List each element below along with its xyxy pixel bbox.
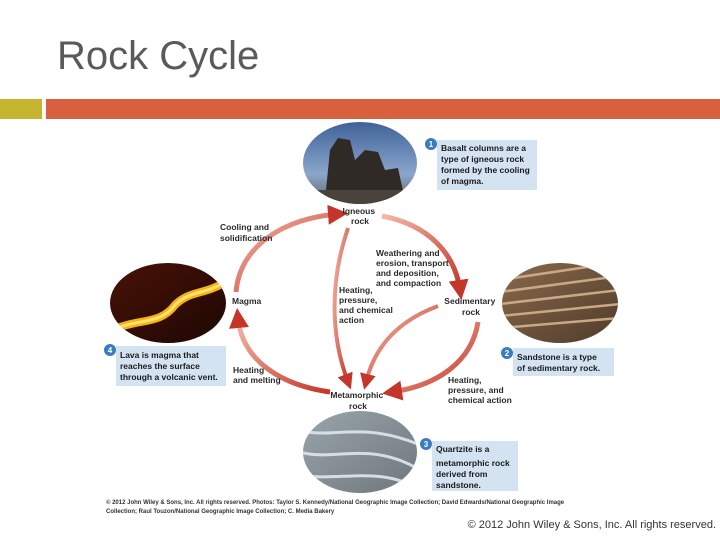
caption-basalt: 1 Basalt columns are a type of igneous r… [425, 138, 537, 190]
basalt-columns-photo [303, 122, 417, 204]
svg-text:Basalt columns are a typ: Basalt columns are a type of igneous roc… [441, 143, 532, 186]
svg-text:Sandstone is a type of s: Sandstone is a type of sedimentary rock. [517, 352, 600, 373]
badge-3 [420, 438, 432, 450]
process-heating-melting: Heating and melting [233, 365, 281, 385]
svg-text:2: 2 [505, 349, 510, 358]
caption-quartzite: 3 Quartzite is a metamorphic rock derive… [420, 438, 518, 491]
node-igneous: Igneous rock [343, 206, 378, 226]
node-sedimentary: Sedimentary rock [444, 296, 497, 317]
process-cooling: Cooling and solidification [220, 222, 272, 243]
caption-sandstone: 2 Sandstone is a type of sedimentary roc… [501, 347, 614, 376]
process-heating-pressure-center: Heating, pressure, and chemical action [339, 285, 395, 325]
arrow-magma-to-igneous [233, 204, 348, 293]
lava-flow-photo [110, 263, 226, 343]
svg-text:1: 1 [429, 140, 434, 149]
arrow-sedimentary-to-metamorphic [382, 321, 481, 401]
accent-bar-left [0, 99, 42, 119]
image-credits: © 2012 John Wiley & Sons, Inc. All right… [106, 499, 566, 515]
accent-bar-right [46, 99, 720, 119]
caption-lava: 4 Lava is magma that reaches the surface… [104, 344, 226, 386]
badge-1 [425, 138, 437, 150]
arrow-igneous-to-sedimentary [381, 213, 469, 300]
arrow-metamorphic-to-magma [229, 308, 331, 395]
svg-text:Quartzite is a metamorph: Quartzite is a metamorphic rock derived … [436, 444, 512, 490]
process-weathering: Weathering and erosion, transport and de… [376, 248, 451, 288]
svg-text:Lava is magma that reach: Lava is magma that reaches the surface t… [120, 350, 218, 382]
svg-text:3: 3 [424, 440, 429, 449]
node-metamorphic: Metamorphic rock [330, 390, 385, 411]
arrow-sedimentary-to-metamorphic-inner [360, 304, 439, 390]
sandstone-photo [502, 263, 618, 343]
arrow-igneous-to-metamorphic [332, 227, 353, 390]
process-heating-pressure-right: Heating, pressure, and chemical action [448, 375, 512, 405]
badge-2 [501, 347, 513, 359]
badge-4 [104, 344, 116, 356]
slide-title: Rock Cycle [57, 34, 260, 78]
node-magma: Magma [232, 296, 262, 306]
quartzite-photo [303, 411, 417, 493]
slide-copyright: © 2012 John Wiley & Sons, Inc. All right… [467, 519, 716, 531]
svg-text:4: 4 [108, 346, 113, 355]
